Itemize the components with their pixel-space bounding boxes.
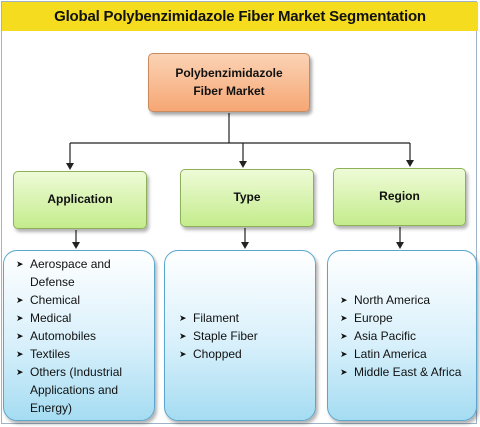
list-item: ➤Staple Fiber <box>179 328 258 343</box>
list-item: ➤Europe <box>340 310 393 325</box>
category-application: Application <box>13 171 147 229</box>
list-item: ➤Others (Industrial Applications and Ene… <box>16 364 123 415</box>
list-item: ➤Latin America <box>340 346 427 361</box>
title-bar: Global Polybenzimidazole Fiber Market Se… <box>2 2 478 31</box>
list-item: ➤Medical <box>16 310 72 325</box>
category-region: Region <box>333 168 466 226</box>
application-list-box: ➤Aerospace and Defense ➤Chemical ➤Medica… <box>3 250 155 421</box>
category-label: Region <box>379 189 420 204</box>
arrowhead-bullet-icon: ➤ <box>16 348 24 359</box>
arrowhead-icon <box>396 242 404 249</box>
list-item: ➤North America <box>340 292 431 307</box>
region-list-box: ➤North America ➤Europe ➤Asia Pacific ➤La… <box>327 250 477 421</box>
arrowhead-bullet-icon: ➤ <box>179 348 187 359</box>
root-node-label: Polybenzimidazole Fiber Market <box>175 66 283 98</box>
arrowheads <box>66 160 414 249</box>
arrowhead-bullet-icon: ➤ <box>179 330 187 341</box>
region-list: ➤North America ➤Europe ➤Asia Pacific ➤La… <box>340 291 468 381</box>
application-list: ➤Aerospace and Defense ➤Chemical ➤Medica… <box>16 255 146 417</box>
arrowhead-bullet-icon: ➤ <box>340 294 348 305</box>
type-list: ➤Filament ➤Staple Fiber ➤Chopped <box>179 309 307 363</box>
list-item: ➤Aerospace and Defense <box>16 256 111 289</box>
arrowhead-bullet-icon: ➤ <box>340 366 348 377</box>
category-label: Application <box>47 192 113 207</box>
list-item: ➤Asia Pacific <box>340 328 417 343</box>
category-label: Type <box>233 190 261 205</box>
arrowhead-bullet-icon: ➤ <box>16 330 24 341</box>
arrowhead-icon <box>241 242 249 249</box>
list-item: ➤Filament <box>179 310 240 325</box>
arrowhead-bullet-icon: ➤ <box>340 312 348 323</box>
arrowhead-bullet-icon: ➤ <box>179 312 187 323</box>
arrowhead-bullet-icon: ➤ <box>340 348 348 359</box>
root-node: Polybenzimidazole Fiber Market <box>148 53 310 112</box>
diagram-title: Global Polybenzimidazole Fiber Market Se… <box>54 8 426 25</box>
list-item: ➤Chopped <box>179 346 242 361</box>
arrowhead-bullet-icon: ➤ <box>340 330 348 341</box>
list-item: ➤Middle East & Africa <box>340 364 462 379</box>
arrowhead-icon <box>406 160 414 167</box>
arrowhead-icon <box>66 163 74 170</box>
list-item: ➤Chemical <box>16 292 81 307</box>
arrowhead-icon <box>239 161 247 168</box>
arrowhead-bullet-icon: ➤ <box>16 258 24 269</box>
list-item: ➤Textiles <box>16 346 71 361</box>
arrowhead-icon <box>72 242 80 249</box>
arrowhead-bullet-icon: ➤ <box>16 366 24 377</box>
arrowhead-bullet-icon: ➤ <box>16 294 24 305</box>
category-type: Type <box>180 169 314 227</box>
list-item: ➤Automobiles <box>16 328 97 343</box>
type-list-box: ➤Filament ➤Staple Fiber ➤Chopped <box>164 250 316 421</box>
arrowhead-bullet-icon: ➤ <box>16 312 24 323</box>
